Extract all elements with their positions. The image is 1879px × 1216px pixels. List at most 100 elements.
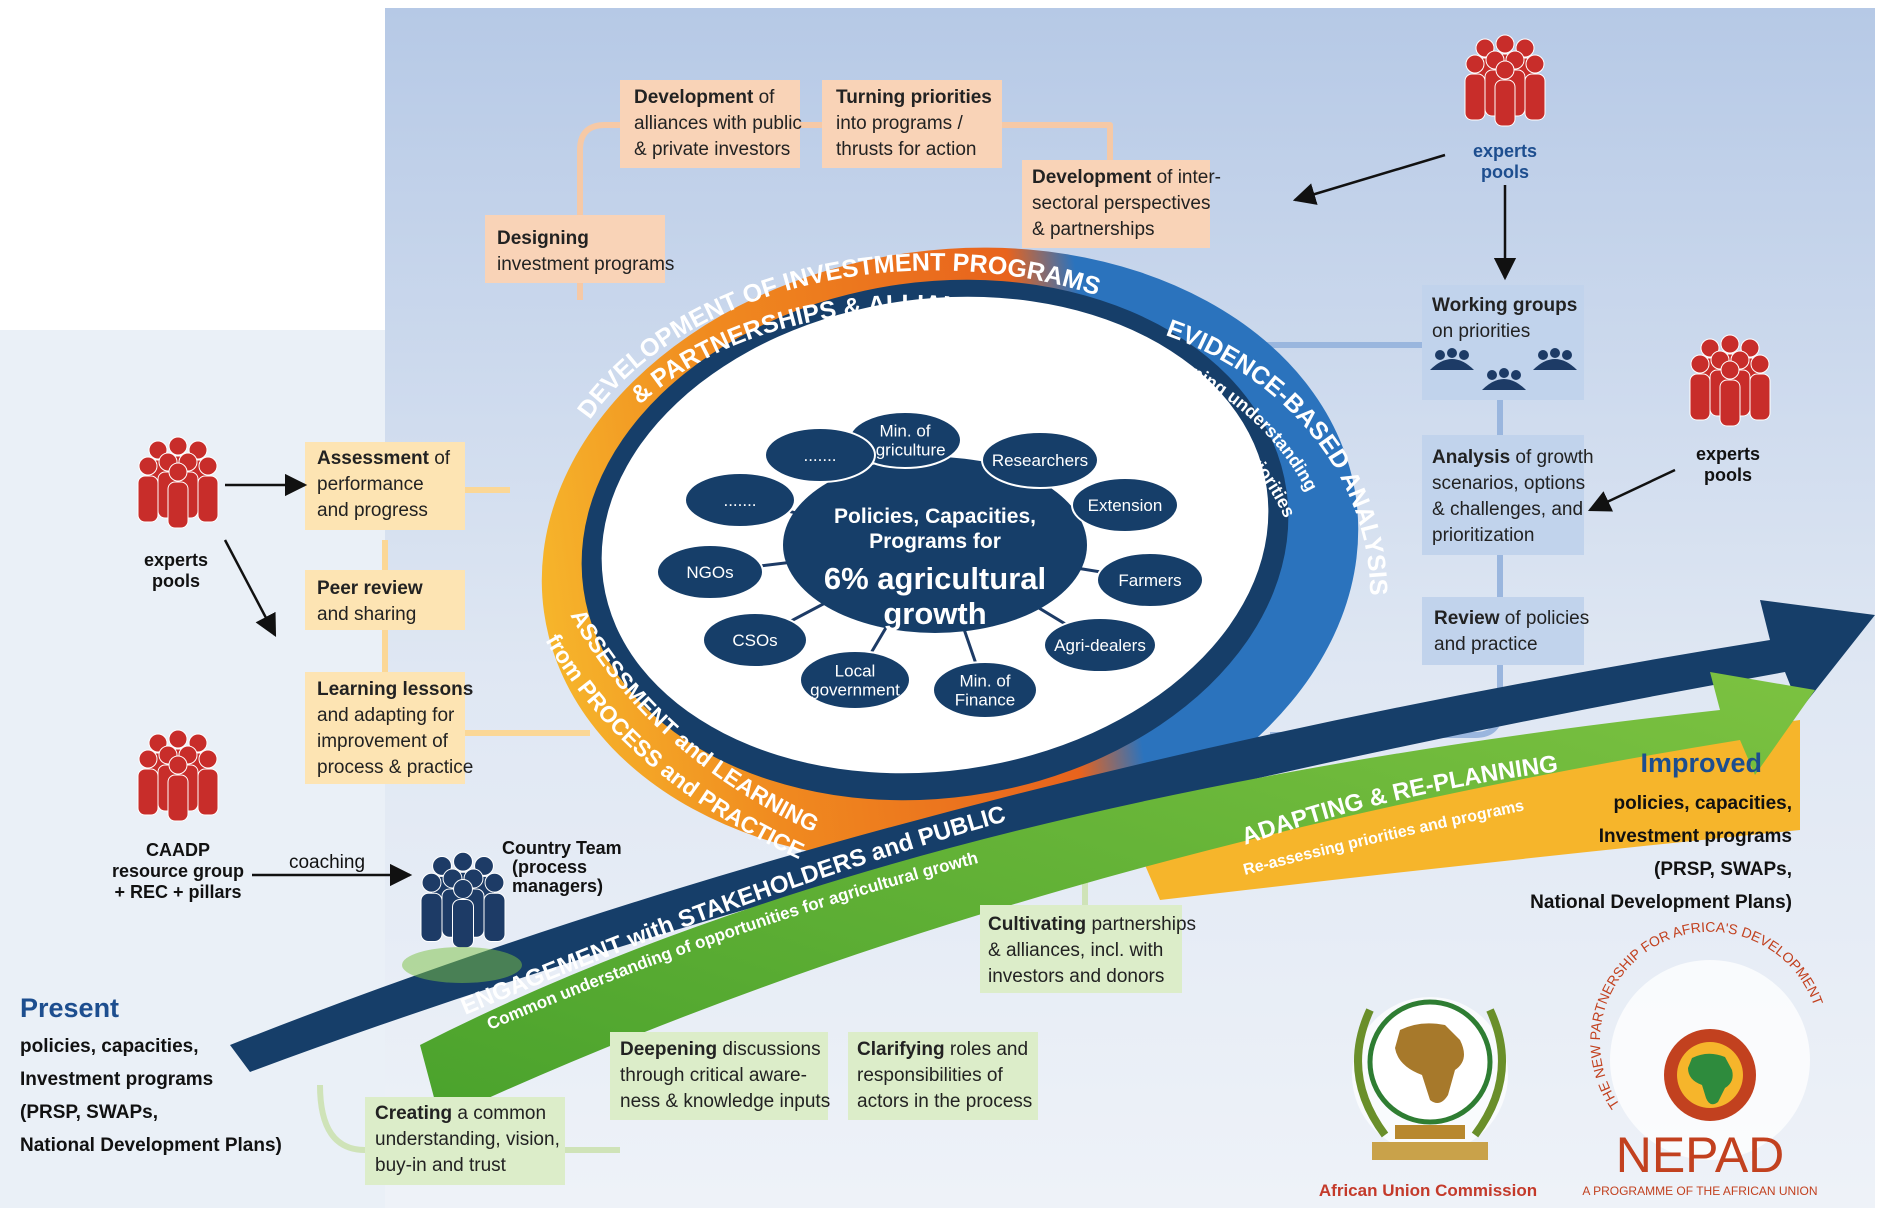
au-caption: African Union Commission [1319,1181,1537,1200]
pointer-arrows [223,153,1676,887]
stakeholder-node: NGOs [656,544,764,600]
stakeholder-node: Agri-dealers [1043,617,1157,673]
stakeholder-node: Farmers [1096,552,1204,608]
present-title: Present [20,993,119,1023]
africa-map-icon [1688,1053,1733,1105]
person-icon [1719,360,1741,427]
person-icon [197,749,219,816]
center-line1: Policies, Capacities, [834,505,1036,528]
center-ellipse [783,457,1087,633]
person-icon [1749,354,1771,421]
person-icon [1689,354,1711,421]
stakeholder-label: Agri-dealers [1054,636,1146,655]
stakeholder-label: ....... [723,491,756,510]
nepad-word: NEPAD [1616,1127,1785,1183]
stakeholder-label: Farmers [1118,571,1181,590]
svg-text:Cultivating partnerships& alli: Cultivating partnerships& alliances, inc… [988,914,1196,987]
group-people-icon [1430,348,1577,390]
nepad-caption: A PROGRAMME OF THE AFRICAN UNION [1582,1184,1817,1198]
stakeholder-label: NGOs [686,563,733,582]
box-intersectoral: Development of inter-sectoral perspectiv… [1022,160,1221,248]
person-icon [420,872,443,943]
present-block: Present policies, capacities,Investment … [20,993,282,1156]
improved-title: Improved [1640,748,1762,778]
person-icon [1464,54,1486,121]
stakeholder-node: Extension [1071,477,1179,533]
person-icon [1494,60,1516,127]
improved-block: Improved policies, capacities,Investment… [1530,748,1792,913]
navy-trend-arrow [230,600,1875,1072]
caadp-group-icon [137,729,219,822]
african-union-logo: African Union Commission [1319,997,1537,1200]
stakeholder-node: CSOs [702,612,808,668]
center-line4: growth [883,596,986,631]
person-icon [1524,54,1546,121]
person-icon [197,456,219,523]
green-engagement-arrow [420,672,1815,1120]
present-desc: policies, capacities,Investment programs… [20,1036,282,1156]
svg-text:Development of inter-sectoral: Development of inter-sectoral perspectiv… [1032,167,1221,240]
people-groups [137,34,1771,983]
center-line2: Programs for [869,530,1001,553]
center-line3: 6% agricultural [824,561,1046,596]
stakeholder-label: Extension [1088,496,1163,515]
center-hub: Policies, Capacities, Programs for 6% ag… [656,411,1204,719]
country-team-glow [402,947,522,983]
africa-map-icon [1395,1023,1464,1104]
stakeholder-label: Researchers [992,451,1088,470]
stakeholder-node: ....... [684,472,796,528]
improved-desc: policies, capacities,Investment programs… [1530,793,1792,913]
person-icon [483,872,506,943]
laurel-icon [1354,1008,1506,1138]
stakeholder-label: CSOs [732,631,777,650]
box-cultivating: Cultivating partnerships& alliances, inc… [980,905,1196,993]
stakeholder-node: Researchers [981,431,1099,489]
person-icon [167,462,189,529]
adapting-band [1130,720,1800,900]
person-icon [167,755,189,822]
person-icon [137,749,159,816]
experts-pool-icon [1689,334,1771,427]
person-icon [452,879,474,949]
